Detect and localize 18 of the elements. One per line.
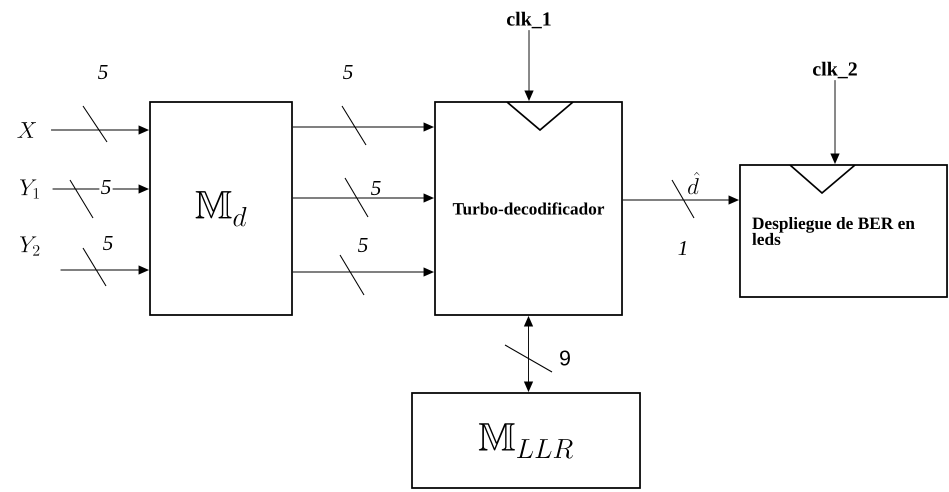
clock-label: clk_2 [813, 62, 857, 78]
bus-width-label: 9 [558, 349, 572, 367]
bus-width-label: 5 [101, 234, 115, 252]
block-box: $\mathbb{M}_{LLR}$ [411, 392, 641, 489]
block-box: $\mathbb{M}_{d}$ [149, 101, 293, 316]
signal-name: $X$ [17, 122, 36, 138]
bus-width-label: 5 [96, 64, 110, 80]
signal-name: $\hat{d}$ [688, 172, 700, 194]
signal-name: $Y_{2}$ [20, 236, 40, 256]
block-box: Turbo-decodificador [434, 101, 623, 316]
bus-width-label: 1 [676, 240, 690, 256]
block-box: Despliegue de BER en leds [739, 164, 948, 298]
bus-width-label: 5 [356, 236, 370, 254]
signal-name: $Y_{1}$ [20, 179, 39, 199]
bus-width-label: 5 [341, 64, 355, 80]
bus-width-label: 5 [99, 178, 113, 196]
bus-width-label: 5 [369, 180, 383, 196]
clock-label: clk_1 [507, 12, 551, 28]
